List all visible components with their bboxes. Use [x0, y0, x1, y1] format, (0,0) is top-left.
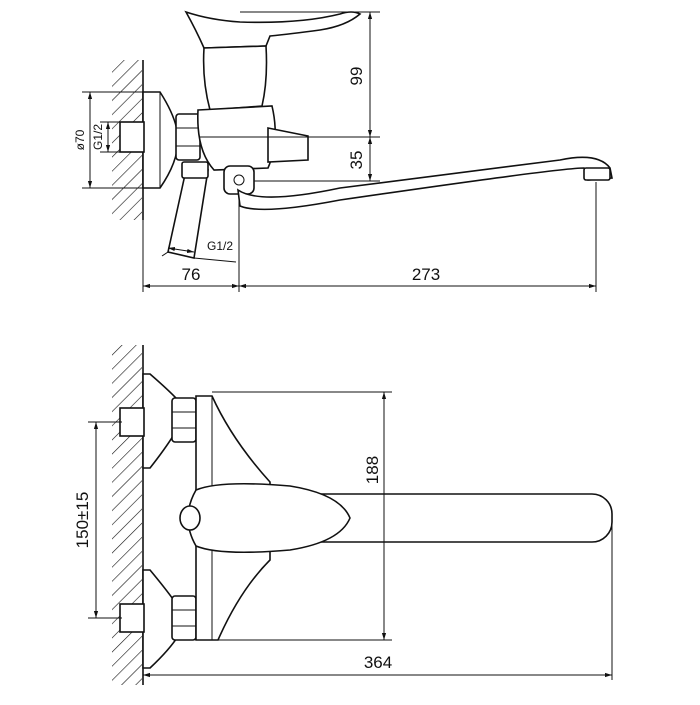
inlet-stub-top: [119, 121, 145, 153]
handle-cap: [179, 505, 201, 531]
hex-nut-upper: [171, 397, 197, 443]
dim-d70: ø70: [73, 129, 87, 150]
inlet-stub-lower: [119, 603, 145, 633]
dim-g12-vertical: G1/2: [91, 124, 105, 150]
dim-150: 150±15: [73, 492, 92, 549]
handle-neck-top: [202, 45, 268, 111]
hex-nut-lower: [171, 595, 197, 641]
dim-g12-diagonal: G1/2: [207, 239, 233, 253]
dim-273: 273: [412, 265, 440, 284]
dim-364: 364: [364, 653, 392, 672]
dim-99: 99: [347, 67, 366, 86]
mixer-body-top: [197, 105, 276, 171]
wall-hatch-bottom: [112, 345, 142, 685]
dim-188: 188: [363, 456, 382, 484]
lower-inlet: [167, 169, 209, 259]
lever-handle-top: [184, 10, 362, 49]
dim-35: 35: [347, 151, 366, 170]
lever-handle-front: [187, 482, 351, 554]
dim-76: 76: [182, 265, 201, 284]
hex-nut-top: [175, 113, 201, 161]
inlet-stub-upper: [119, 407, 145, 437]
side-view: 99 35 ø70 G1/2 G1/2 76 273: [73, 10, 613, 292]
spout-top: [236, 156, 613, 211]
diverter-cone: [267, 127, 309, 163]
aerator: [583, 167, 611, 181]
front-view: 188 150±15 364: [73, 345, 613, 685]
